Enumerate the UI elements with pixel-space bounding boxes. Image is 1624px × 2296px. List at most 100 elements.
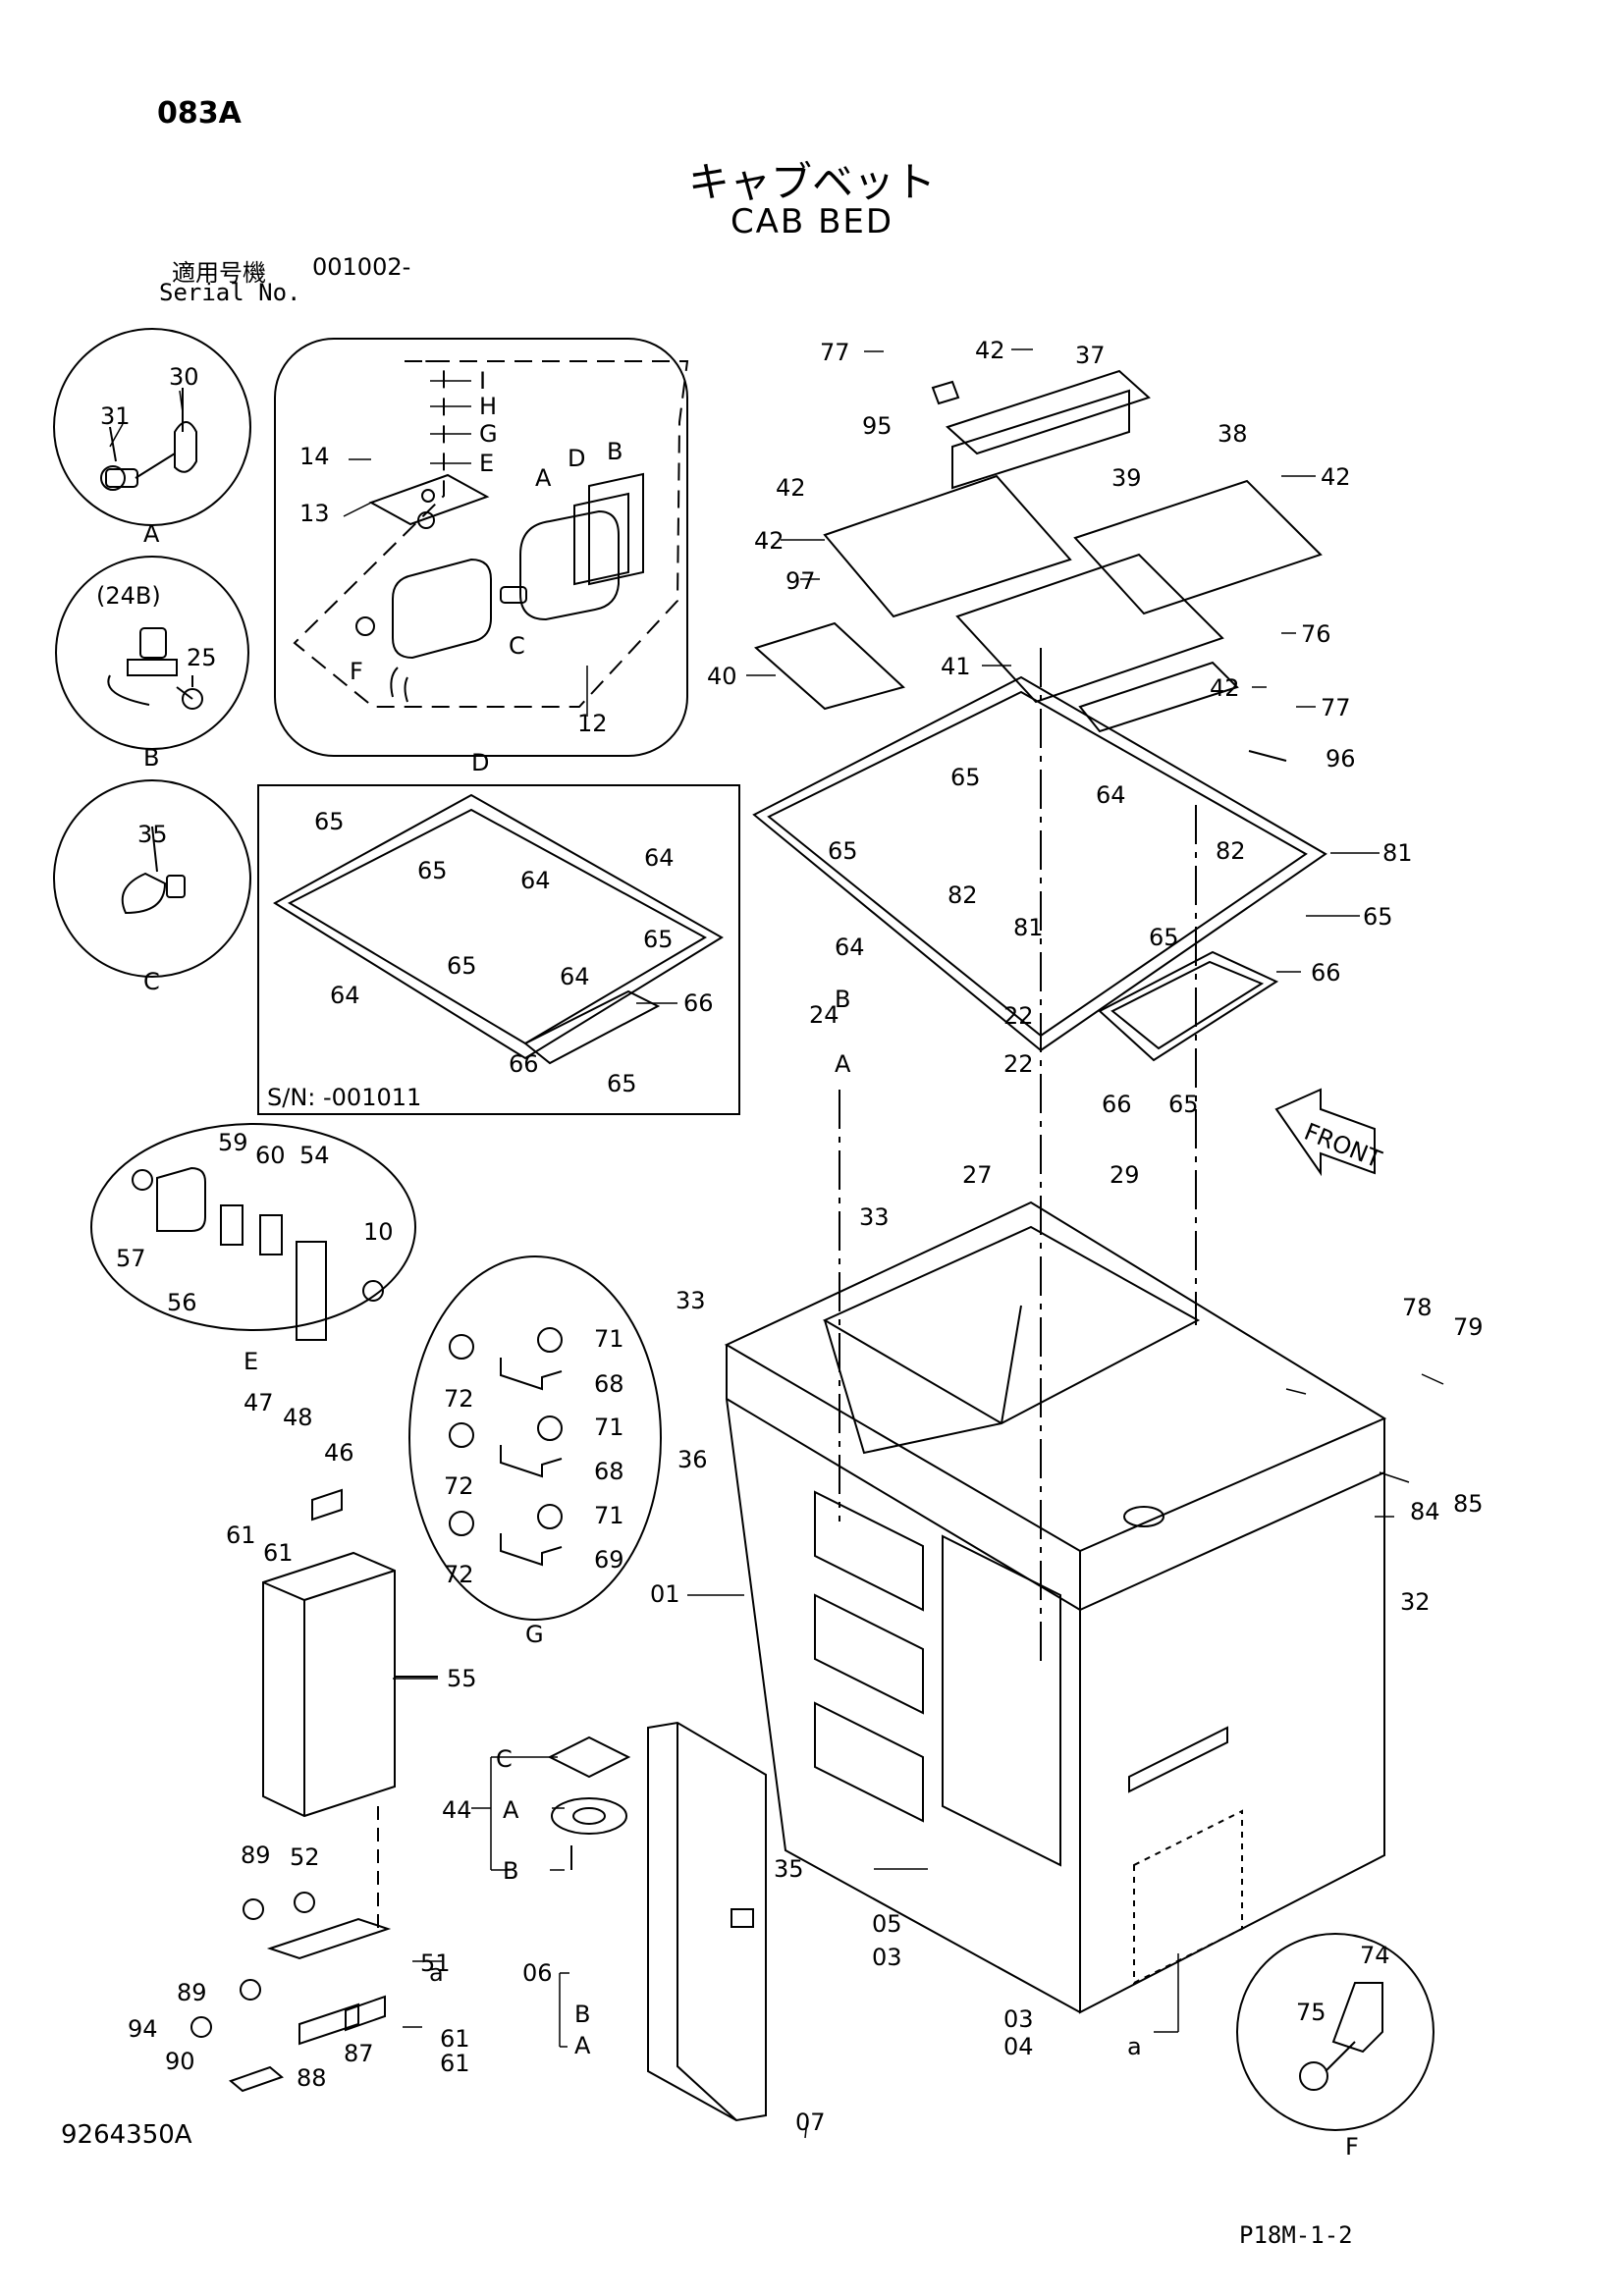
detail-label-f: F [1345, 2133, 1359, 2161]
callout-label: 71 [594, 1325, 624, 1353]
page-title-japanese: キャブベット [687, 158, 936, 206]
detail-label-d: D [471, 749, 489, 776]
callout-label: 79 [1453, 1313, 1484, 1341]
callout-label: 42 [975, 337, 1005, 364]
callout-label: 77 [820, 339, 850, 366]
callout-label: 14 [299, 443, 330, 470]
callout-label: 85 [1453, 1490, 1484, 1518]
callout-label: 76 [1301, 620, 1331, 648]
detail-b [55, 556, 249, 750]
callout-label: 64 [560, 963, 590, 990]
callout-label: 31 [100, 402, 131, 430]
callout-label: 06 [522, 1959, 553, 1987]
callout-label: A [835, 1050, 851, 1078]
callout-label: 89 [241, 1842, 271, 1869]
callout-label: B [503, 1857, 518, 1885]
callout-label: 87 [344, 2040, 374, 2067]
callout-label: B [574, 2001, 590, 2028]
front-arrow [1274, 1088, 1376, 1177]
callout-label: 33 [676, 1287, 706, 1314]
callout-label: 66 [683, 989, 714, 1017]
detail-circle-labels: A B C D E F G [143, 520, 1359, 2161]
callout-label: 77 [1321, 694, 1351, 721]
callout-label: 47 [244, 1389, 274, 1416]
callout-label: a [429, 1959, 444, 1987]
callout-label: 33 [859, 1203, 890, 1231]
callout-label: 51 [420, 1949, 451, 1977]
leader-lines [109, 348, 1444, 2139]
callout-label: 89 [177, 1979, 207, 2006]
serial-inset [257, 784, 740, 1115]
callout-label: 65 [1363, 903, 1393, 931]
callout-label: 65 [417, 857, 448, 884]
callout-label: 65 [950, 764, 981, 791]
callout-label: 30 [169, 363, 199, 391]
callout-label: A [503, 1796, 519, 1824]
callout-label: 65 [314, 808, 345, 835]
callout-label: 42 [776, 474, 806, 502]
detail-label-e: E [244, 1348, 258, 1375]
detail-g [408, 1255, 662, 1621]
callout-label: 95 [862, 412, 893, 440]
callout-label: 55 [447, 1665, 477, 1692]
callout-label: 65 [828, 837, 858, 865]
battery-box [262, 1488, 438, 1929]
callout-label: 24 [809, 1001, 839, 1029]
callout-label: 05 [872, 1910, 902, 1938]
callout-label: G [479, 420, 498, 448]
callout-label: 57 [116, 1245, 146, 1272]
callout-label: E [479, 450, 494, 477]
callout-label: 52 [290, 1843, 320, 1871]
callout-label: 32 [1400, 1588, 1431, 1616]
callout-label: 72 [444, 1561, 474, 1588]
callout-label: 71 [594, 1414, 624, 1441]
callout-label: 74 [1360, 1942, 1390, 1969]
callout-label: 01 [650, 1580, 680, 1608]
callout-label: C [496, 1745, 513, 1773]
callout-label: 65 [643, 926, 674, 953]
detail-d [274, 338, 689, 757]
callout-label: 03 [872, 1944, 902, 1971]
callout-label: 88 [297, 2064, 327, 2092]
callout-label: 29 [1110, 1161, 1140, 1189]
gasket-frame [752, 675, 1327, 1062]
door-panel [647, 1721, 767, 2122]
callout-label: 68 [594, 1458, 624, 1485]
callout-label: 44 [442, 1796, 472, 1824]
callout-label: 82 [947, 881, 978, 909]
lower-brackets [190, 1892, 392, 2093]
callout-label: 97 [785, 567, 816, 595]
callout-label: 94 [128, 2015, 158, 2043]
callout-label: 66 [1102, 1091, 1132, 1118]
serial-label-japanese: 適用号機 [172, 259, 266, 287]
callout-label: 59 [218, 1129, 248, 1156]
callout-label: 65 [1149, 924, 1179, 951]
callout-label: 69 [594, 1546, 624, 1574]
front-label: FRONT [1300, 1118, 1385, 1174]
callout-label: a [1127, 2033, 1142, 2060]
callout-label: 65 [447, 952, 477, 980]
cab-bed-structure [724, 648, 1387, 2014]
callout-label: 66 [509, 1050, 539, 1078]
callout-label: 35 [774, 1855, 804, 1883]
callout-label: 42 [754, 527, 785, 555]
callout-label: 72 [444, 1472, 474, 1500]
callout-label: 82 [1216, 837, 1246, 865]
callout-label: 64 [1096, 781, 1126, 809]
callout-label: 37 [1075, 342, 1106, 369]
catalog-section-code: 083A [157, 96, 242, 131]
callout-label: D [568, 445, 585, 472]
detail-label-g: G [525, 1621, 544, 1648]
callout-label: 40 [707, 663, 737, 690]
callout-label: 68 [594, 1370, 624, 1398]
serial-label: Serial No. [159, 279, 301, 306]
callout-label: 75 [1296, 1999, 1326, 2026]
callout-label: 96 [1326, 745, 1356, 773]
detail-label-b: B [143, 744, 159, 772]
callout-label: 65 [1168, 1091, 1199, 1118]
callout-label: 90 [165, 2048, 195, 2075]
callout-label: B [835, 986, 850, 1013]
callout-label: (24B) [96, 582, 161, 610]
callout-label: 61 [440, 2025, 470, 2053]
